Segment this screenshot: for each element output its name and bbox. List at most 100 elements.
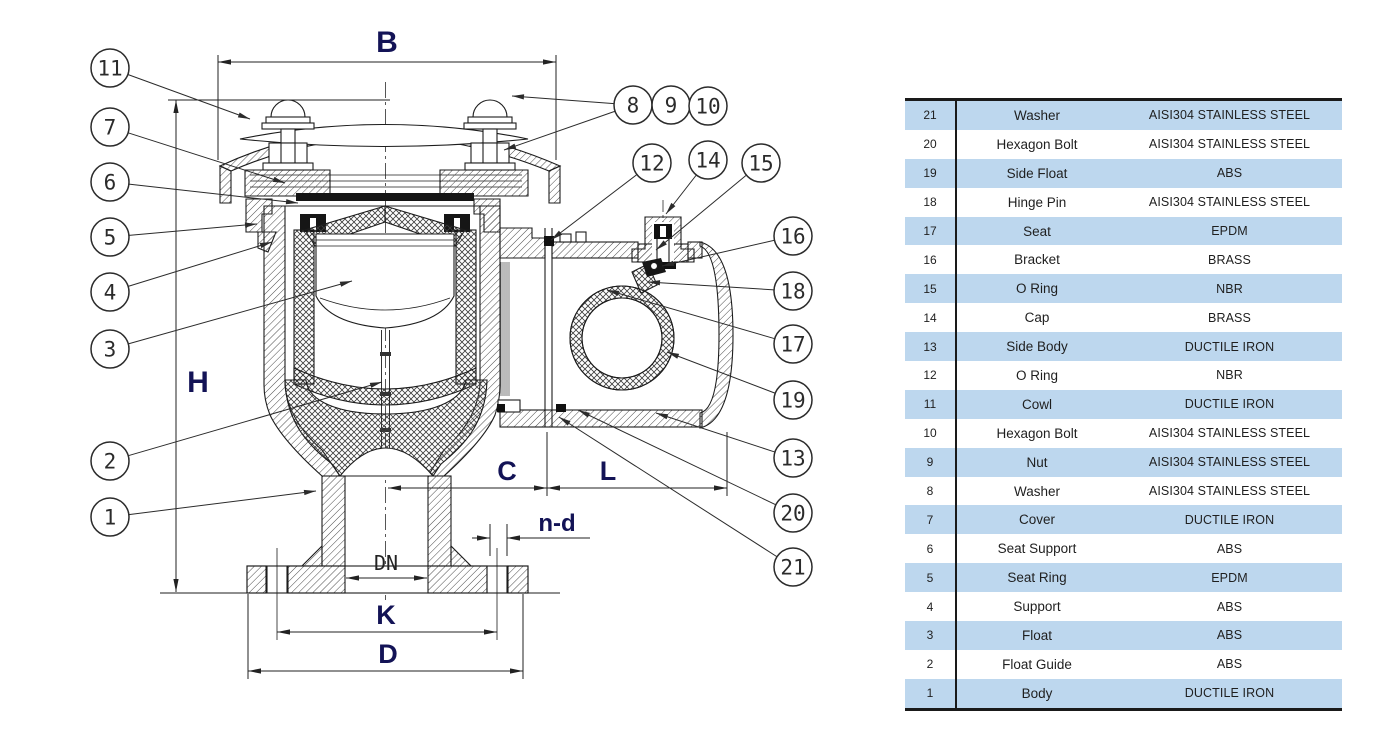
part-name: Cap — [1024, 310, 1050, 326]
side-joint-boss — [499, 227, 546, 259]
part-material: ABS — [1216, 599, 1243, 614]
part-number: 1 — [905, 678, 957, 708]
leader-line — [655, 412, 776, 453]
leader-line — [503, 110, 616, 151]
leader-line — [128, 489, 317, 516]
callout-number: 2 — [104, 450, 117, 474]
part-material: NBR — [1216, 281, 1243, 296]
callout-number: 3 — [104, 338, 117, 362]
leader-line — [128, 241, 273, 287]
part-name: Float — [1021, 627, 1052, 643]
callout-circle — [773, 547, 813, 587]
callout-11: 11 — [90, 48, 251, 120]
part-name: Seat — [1023, 223, 1051, 239]
dim-label-k: K — [376, 600, 396, 630]
leader-line — [128, 183, 299, 205]
part-material: DUCTILE IRON — [1184, 339, 1275, 354]
part-number: 2 — [905, 649, 957, 679]
dimension-labels: B H C L n-d DN K D — [187, 26, 616, 669]
bolt-assembly-right — [463, 99, 517, 171]
dim-label-dn: DN — [374, 551, 398, 575]
callout-number: 16 — [780, 225, 805, 249]
drawing-canvas: B H C L n-d DN K D 117654321891012141516… — [90, 26, 813, 679]
part-number: 14 — [905, 303, 957, 333]
callout-number: 10 — [695, 95, 720, 119]
callout-circle — [773, 216, 813, 256]
callout-2: 2 — [90, 381, 383, 481]
leader-line — [127, 132, 286, 184]
callout-19: 19 — [666, 351, 813, 420]
leader-line — [655, 174, 747, 251]
callout-number: 13 — [780, 447, 805, 471]
part-material: ABS — [1216, 166, 1243, 181]
leader-line — [550, 174, 638, 241]
part-name: Nut — [1026, 454, 1048, 470]
callout-circle — [741, 143, 781, 183]
leader-line — [577, 409, 777, 506]
callout-circle — [90, 497, 130, 537]
part-name: Float Guide — [1002, 656, 1072, 672]
part-number: 6 — [905, 534, 957, 564]
dim-label-l: L — [600, 456, 617, 486]
part-material: NBR — [1216, 368, 1243, 383]
leader-line — [128, 222, 258, 236]
part-number: 8 — [905, 476, 957, 506]
joint-bolt-dark-b — [497, 404, 505, 412]
part-material: AISI304 STAINLESS STEEL — [1148, 426, 1311, 441]
callout-9: 9 — [651, 85, 691, 125]
part-name: Hinge Pin — [1007, 194, 1067, 210]
part-number: 9 — [905, 447, 957, 477]
dim-label-nd: n-d — [538, 510, 575, 537]
callout-10: 10 — [688, 86, 728, 126]
leader-line — [558, 416, 778, 558]
part-number: 20 — [905, 129, 957, 159]
callout-circle — [773, 438, 813, 478]
part-name: Side Float — [1006, 165, 1068, 181]
part-material: ABS — [1216, 541, 1243, 556]
callout-6: 6 — [90, 162, 299, 205]
callout-circle — [773, 380, 813, 420]
part-number: 4 — [905, 592, 957, 622]
callout-number: 21 — [780, 556, 805, 580]
hex-nut-left — [268, 142, 308, 164]
callout-circle — [773, 271, 813, 311]
callout-number: 20 — [780, 502, 805, 526]
callout-circle — [632, 143, 672, 183]
part-name: Side Body — [1006, 339, 1068, 355]
callout-circle — [90, 217, 130, 257]
part-material: BRASS — [1208, 252, 1251, 267]
part-name: O Ring — [1015, 281, 1059, 297]
valve-geometry — [160, 82, 734, 640]
side-top-wall-a — [551, 241, 639, 259]
callout-circle — [688, 140, 728, 180]
callout-circle — [90, 162, 130, 202]
callout-number: 9 — [665, 94, 678, 118]
callout-5: 5 — [90, 217, 258, 257]
part-material: DUCTILE IRON — [1184, 512, 1275, 527]
part-material: EPDM — [1211, 224, 1248, 238]
float-body — [315, 233, 455, 329]
part-number: 11 — [905, 389, 957, 419]
callout-number: 6 — [104, 171, 117, 195]
callout-circle — [90, 107, 130, 147]
part-number: 13 — [905, 332, 957, 362]
hex-nut-right — [470, 142, 510, 164]
callout-number: 8 — [627, 94, 640, 118]
part-number: 15 — [905, 274, 957, 304]
part-name: Hexagon Bolt — [996, 136, 1078, 152]
table-row: 15 O Ring NBR — [905, 274, 1342, 304]
callout-16: 16 — [661, 216, 813, 267]
part-number: 12 — [905, 361, 957, 390]
